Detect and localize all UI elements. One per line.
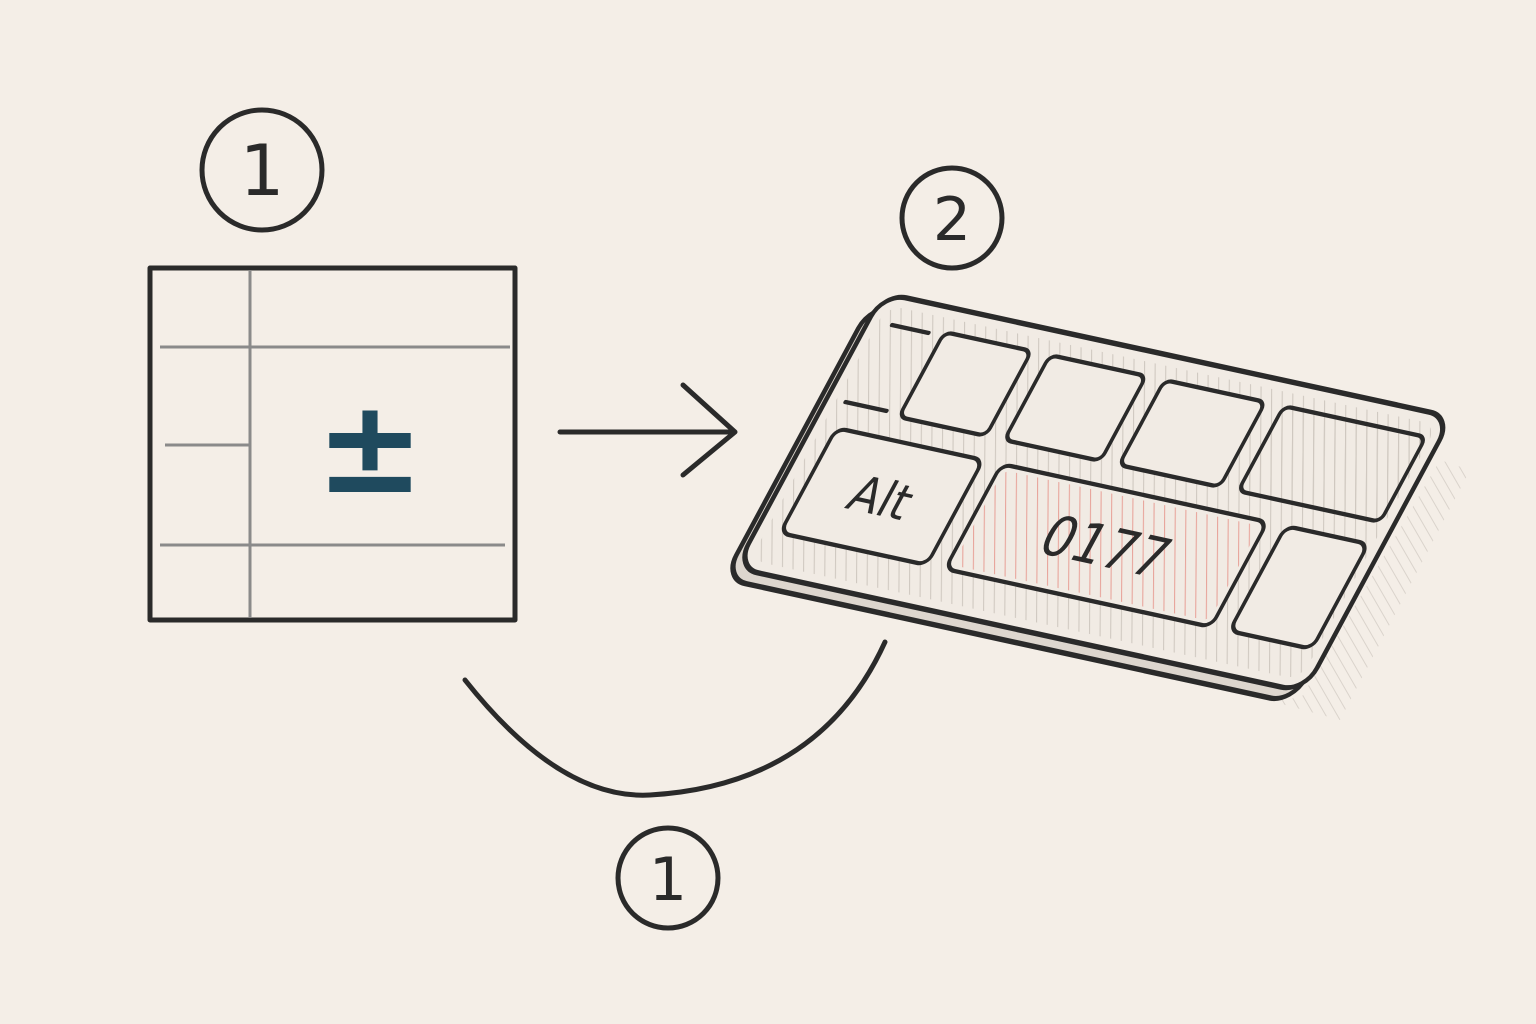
step-1-badge-bottom: 1: [615, 825, 721, 931]
step-number: 1: [240, 130, 285, 212]
code-0177-key[interactable]: 0177: [945, 463, 1267, 628]
key-blank[interactable]: [1119, 379, 1266, 488]
alt-key[interactable]: Alt: [780, 427, 983, 566]
key-blank[interactable]: [899, 331, 1032, 437]
step-number: 2: [933, 185, 971, 255]
keyboard-keypad: Alt 0177: [730, 294, 1470, 720]
plus-minus-symbol: ±: [316, 371, 425, 523]
spreadsheet-cell-grid: ±: [147, 265, 518, 623]
curved-connector: [462, 639, 888, 798]
step-1-badge-top: 1: [199, 107, 325, 233]
key-blank[interactable]: [1229, 525, 1368, 650]
arrow-right-icon: [557, 382, 738, 478]
key-blank[interactable]: [1238, 405, 1426, 523]
key-blank[interactable]: [1004, 354, 1146, 462]
step-2-badge: 2: [899, 165, 1005, 271]
step-number: 1: [649, 845, 687, 915]
